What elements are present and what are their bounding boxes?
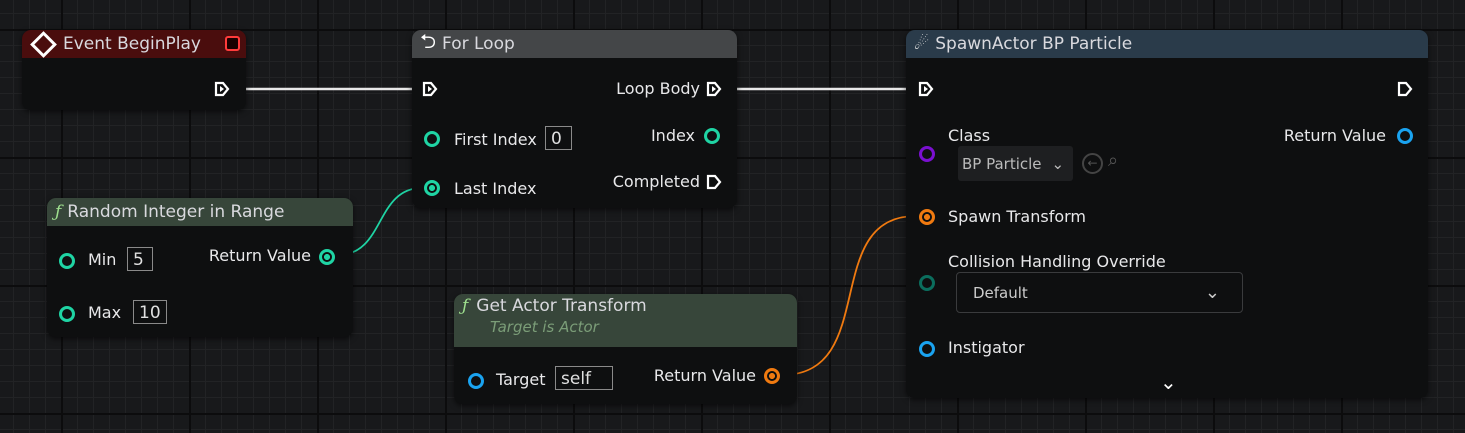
return-value-pin[interactable] [319,249,335,265]
return-value-label: Return Value [1283,126,1386,145]
breakpoint-icon[interactable] [225,36,240,51]
node-header[interactable]: ƒ Get Actor Transform Target is Actor [454,294,797,347]
min-label: Min [88,250,117,269]
node-header[interactable]: ⮌ For Loop [412,29,737,58]
target-pin[interactable] [468,373,484,389]
return-value-pin[interactable] [1397,128,1413,144]
loop-body-label: Loop Body [616,79,700,98]
loop-body-pin[interactable] [706,81,722,97]
instigator-label: Instigator [948,338,1025,357]
completed-label: Completed [612,172,700,191]
function-icon: ƒ [462,296,469,316]
spawn-transform-pin[interactable] [919,209,935,225]
node-subtitle: Target is Actor [490,318,599,336]
node-header[interactable]: ƒ Random Integer in Range [47,198,353,226]
chevron-down-icon: ⌄ [1204,282,1220,303]
use-selected-icon[interactable]: ← [1082,153,1103,174]
first-index-pin[interactable] [424,131,440,147]
max-label: Max [88,303,122,322]
last-index-label: Last Index [454,179,537,198]
return-value-pin[interactable] [764,368,780,384]
spawn-actor-icon: ☄ [914,34,930,54]
return-value-label: Return Value [653,366,756,385]
for-loop-node[interactable]: ⮌ For Loop First Index 0 Last Index Loop… [412,29,737,208]
collision-label: Collision Handling Override [948,252,1166,271]
target-label: Target [496,370,546,389]
expand-chevron-icon[interactable]: ⌄ [1160,370,1177,394]
class-value: BP Particle [962,154,1042,173]
exec-out-pin[interactable] [1397,81,1413,97]
function-icon: ƒ [55,202,62,222]
index-label: Index [650,126,695,145]
collision-value: Default [973,283,1028,302]
instigator-pin[interactable] [919,341,935,357]
index-pin[interactable] [704,128,720,144]
random-integer-node[interactable]: ƒ Random Integer in Range Min 5 Max 10 R… [47,198,353,337]
event-beginplay-node[interactable]: Event BeginPlay [22,30,246,110]
max-pin[interactable] [59,306,75,322]
spawn-actor-node[interactable]: ☄ SpawnActor BP Particle Class BP Partic… [906,30,1428,398]
get-actor-transform-node[interactable]: ƒ Get Actor Transform Target is Actor Ta… [454,294,797,404]
loop-icon: ⮌ [420,29,437,53]
node-title: Random Integer in Range [67,202,285,222]
class-dropdown[interactable]: BP Particle ⌄ [958,146,1073,181]
min-pin[interactable] [59,253,75,269]
return-value-label: Return Value [208,246,311,265]
exec-out-pin[interactable] [214,81,230,97]
node-header[interactable]: ☄ SpawnActor BP Particle [906,30,1428,58]
class-label: Class [948,126,991,145]
spawn-transform-label: Spawn Transform [948,207,1087,226]
max-input[interactable]: 10 [133,300,167,324]
exec-in-pin[interactable] [422,81,438,97]
collision-dropdown[interactable]: Default ⌄ [956,272,1243,313]
exec-in-pin[interactable] [918,81,934,97]
node-title: Event BeginPlay [63,34,201,54]
class-pin[interactable] [919,146,935,162]
node-title: For Loop [442,34,515,54]
node-header[interactable]: Event BeginPlay [22,30,246,58]
completed-pin[interactable] [706,174,722,190]
min-input[interactable]: 5 [127,247,153,271]
first-index-label: First Index [454,130,537,149]
target-input[interactable]: self [555,366,613,390]
node-title: SpawnActor BP Particle [935,34,1133,54]
chevron-down-icon: ⌄ [1051,154,1065,173]
transform-wire-return-spawn [781,215,917,376]
first-index-input[interactable]: 0 [545,126,572,150]
node-title: Get Actor Transform [476,296,647,316]
event-diamond-icon [30,30,57,58]
browse-search-icon[interactable]: ⌕ [1108,150,1119,171]
last-index-pin[interactable] [424,180,440,196]
collision-pin[interactable] [919,275,935,291]
